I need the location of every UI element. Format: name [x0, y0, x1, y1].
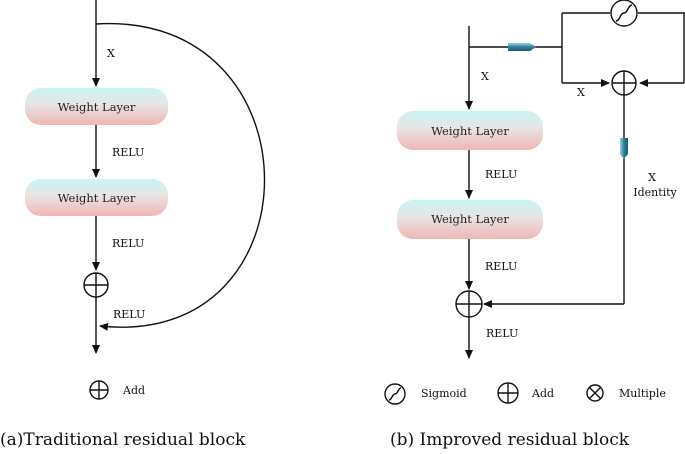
b-relu-1-label: RELU [485, 168, 517, 181]
b-add-node-bottom [455, 290, 483, 318]
b-identity-x-label: X [648, 171, 656, 184]
b-legend-sigmoid-icon [384, 383, 406, 405]
b-legend-multiple-icon [586, 384, 604, 402]
panel-b-improved: X X X Identity Weight Layer RELU Weigh [384, 0, 685, 450]
b-legend-add-label: Add [531, 387, 554, 400]
b-caption: (b) Improved residual block [390, 430, 630, 450]
a-relu-3-label: RELU [113, 308, 145, 321]
b-weight-layer-1 [397, 111, 543, 150]
b-legend-add-icon [497, 382, 519, 404]
a-weight-layer-1-label: Weight Layer [58, 100, 136, 114]
b-identity-arrow-block [620, 138, 628, 159]
a-legend-add-label: Add [122, 384, 145, 397]
b-branch-arrow-block [508, 43, 536, 51]
b-legend-sigmoid-label: Sigmoid [421, 387, 467, 400]
b-weight-layer-2-label: Weight Layer [431, 212, 509, 226]
a-weight-layer-1 [25, 88, 168, 125]
a-weight-layer-2-label: Weight Layer [58, 191, 136, 205]
b-identity-label: Identity [633, 186, 677, 199]
a-caption: (a)Traditional residual block [0, 430, 246, 450]
b-sigmoid-node [610, 0, 638, 27]
a-legend-add-icon [89, 380, 109, 400]
b-weight-layer-2 [397, 200, 543, 239]
a-skip-connection [95, 23, 266, 331]
b-legend-multiple-label: Multiple [619, 387, 666, 400]
b-weight-layer-1-label: Weight Layer [431, 124, 509, 138]
a-relu-2-label: RELU [112, 237, 144, 250]
b-input-x-label: X [481, 70, 489, 83]
b-add-node-top [611, 70, 637, 96]
a-add-node [83, 272, 109, 298]
panel-a-traditional: X Weight Layer RELU Weight Layer RELU RE… [0, 0, 266, 450]
a-weight-layer-2 [25, 179, 168, 216]
b-relu-2-label: RELU [485, 260, 517, 273]
b-relu-3-label: RELU [486, 327, 518, 340]
b-branch-x-label: X [577, 86, 585, 99]
a-input-x-label: X [107, 47, 115, 60]
a-relu-1-label: RELU [112, 146, 144, 159]
